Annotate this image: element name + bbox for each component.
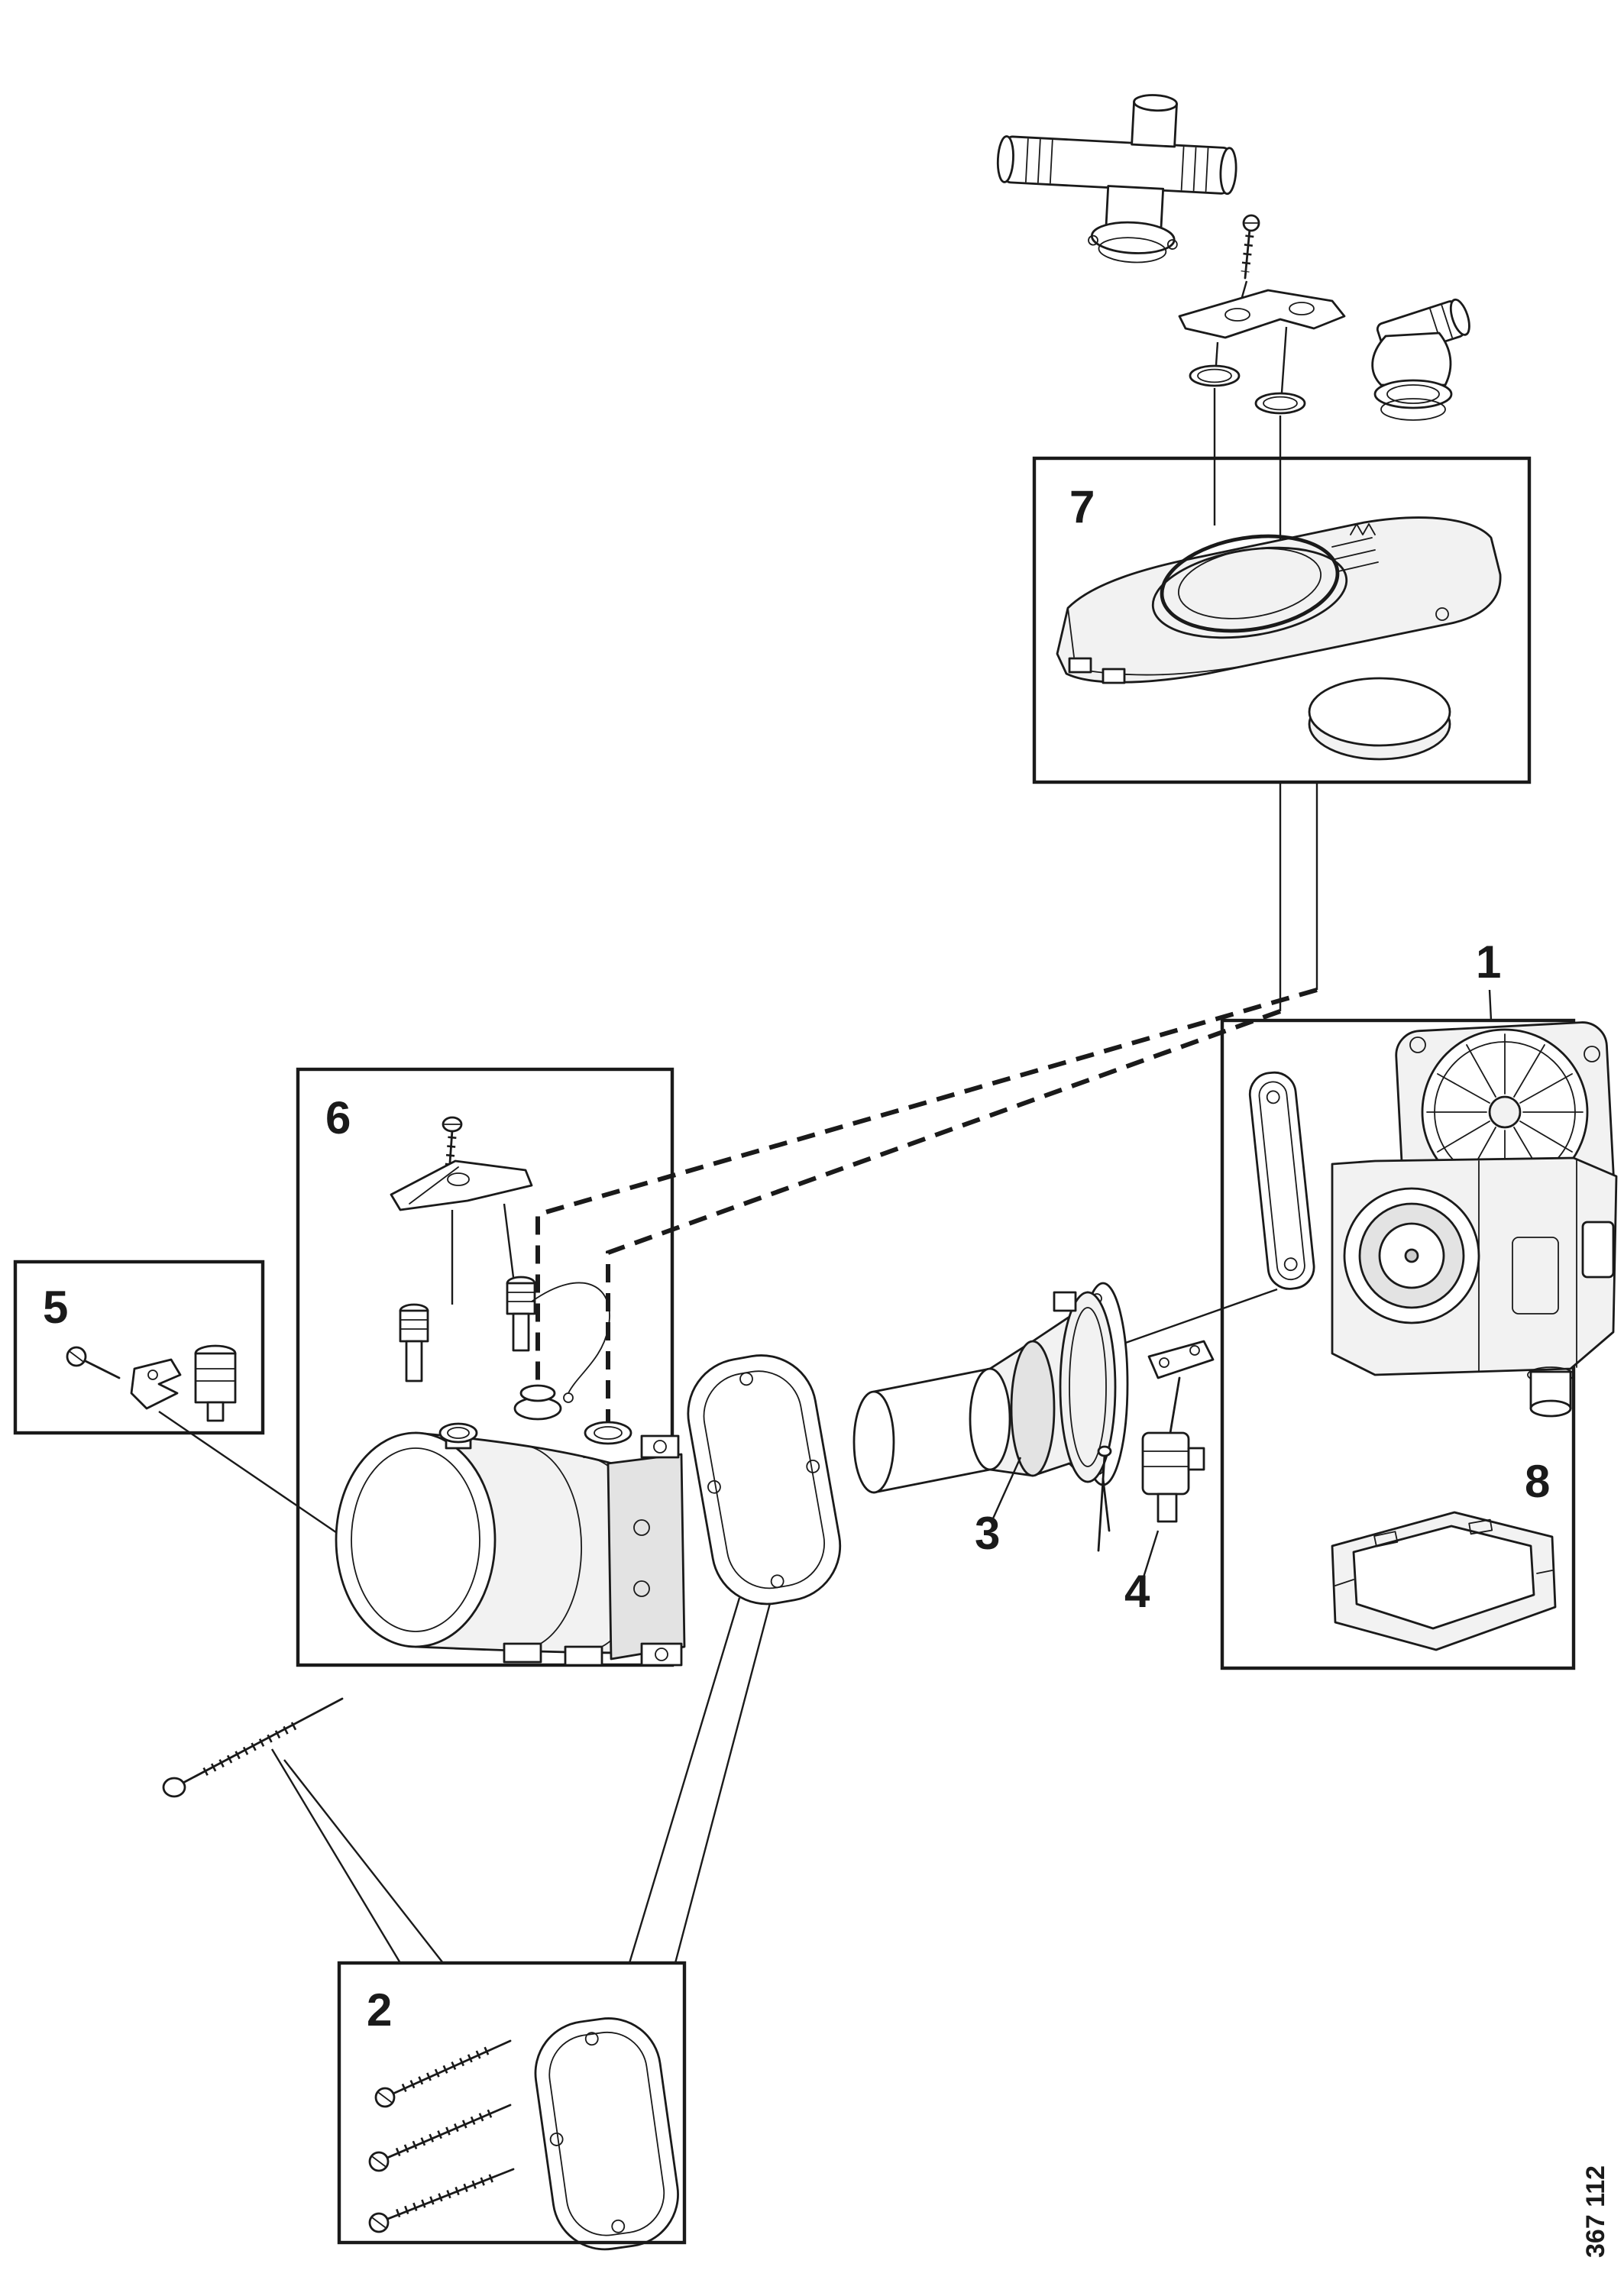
callout-label-4: 4 [1124,1566,1150,1617]
glow-plug-2 [506,1276,536,1352]
dashed-routing-line-2 [606,1009,1282,1422]
sensor-clip [130,1358,182,1410]
callout-box-2 [337,1961,687,2245]
assembly-lines [158,280,1318,1964]
heater-top-cover [1056,516,1502,684]
side-gasket-strip [1248,1071,1315,1290]
tee-pipe-fitting [996,94,1237,264]
kit-screw-3 [368,2168,515,2233]
kit-gasket [534,2017,679,2251]
glow-plug-1 [399,1303,429,1382]
kit-screw-1 [374,2039,512,2108]
hose-clamp-screw [1241,214,1260,280]
o-ring-1 [1189,364,1241,387]
callout-box-7 [1032,456,1532,784]
callout-label-6: 6 [325,1092,351,1143]
kit-screw-2 [368,2104,512,2172]
callout-box-6 [296,1067,675,1667]
callout-labels: 7 1 6 5 8 3 4 2 [43,481,1550,2036]
combustion-chamber [852,1282,1129,1532]
long-mounting-bolt [162,1697,344,1798]
coolant-port-1 [513,1384,562,1421]
fan-impeller [1426,1033,1584,1191]
callout-label-5: 5 [43,1282,68,1333]
round-cap [1308,677,1451,761]
exhaust-stub [1527,1366,1574,1418]
callout-label-3: 3 [975,1508,1000,1559]
heater-blower-unit [1331,1021,1618,1418]
bottom-tray [1331,1511,1557,1651]
sensor-screw [66,1346,121,1379]
clamp-bracket-plate [1178,289,1346,339]
heat-exchanger-body [335,1384,686,1667]
coolant-port-2 [584,1421,632,1445]
callout-label-2: 2 [367,1984,392,2036]
dashed-routing-line-1 [535,988,1318,1382]
cover-seal-ring [1160,534,1340,633]
o-ring-2 [1254,392,1306,415]
callout-box-5 [13,1260,265,1435]
callout-label-1: 1 [1476,936,1501,988]
flange-gasket [687,1354,842,1606]
callout-label-7: 7 [1069,481,1095,532]
temperature-sensor [194,1344,237,1422]
callout-label-8: 8 [1525,1456,1550,1507]
elbow-pipe-fitting [1371,298,1470,421]
sensor-cable [531,1282,610,1394]
retainer-bracket [390,1159,533,1211]
coolant-port-small [438,1422,478,1450]
fuel-metering-unit [1097,1340,1215,1552]
figure-number: 367 112 [1581,2165,1610,2258]
